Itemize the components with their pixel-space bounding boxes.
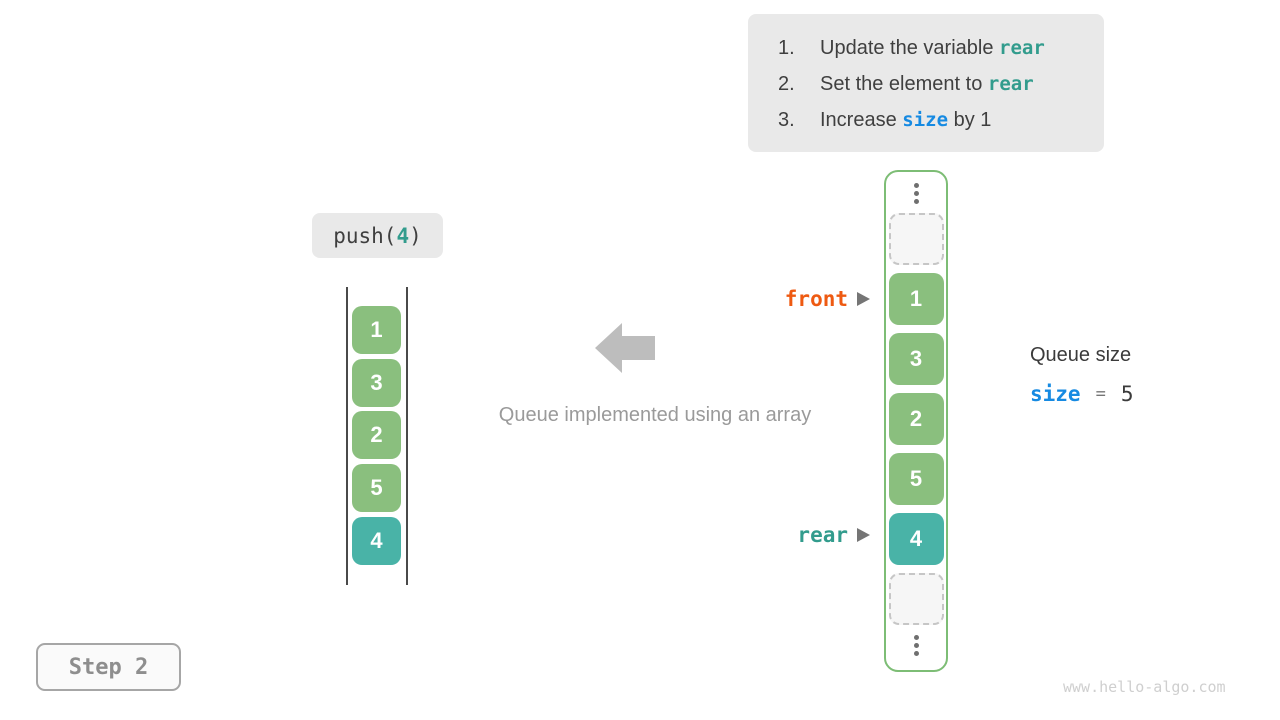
array-cell-rear: 4 <box>888 513 944 565</box>
pointer-arrow-icon <box>857 528 870 542</box>
note-code-rear: rear <box>987 73 1034 95</box>
ellipsis-icon <box>913 633 919 657</box>
note-text: Set the element to rear <box>820 66 1034 102</box>
site-watermark: www.hello-algo.com <box>1063 678 1226 696</box>
array-cell-empty <box>888 213 944 265</box>
array-cell: 3 <box>888 333 944 385</box>
array-cell: 1 <box>888 273 944 325</box>
push-close-paren: ) <box>409 223 422 248</box>
size-variable: size <box>1030 382 1081 406</box>
note-number: 3. <box>778 109 795 131</box>
note-text: Update the variable rear <box>820 30 1045 66</box>
rear-pointer-label: rear <box>797 523 848 547</box>
equals-sign: = <box>1095 384 1106 404</box>
stack-cell: 1 <box>352 306 401 354</box>
front-pointer: front <box>758 285 870 313</box>
array-view: 1 3 2 5 4 <box>884 170 948 672</box>
queue-size-panel: Queue size size = 5 <box>1030 344 1133 406</box>
queue-size-title: Queue size <box>1030 344 1132 366</box>
ellipsis-icon <box>913 181 919 205</box>
stack-cell: 2 <box>352 411 401 459</box>
note-item-2: 2. Set the element to rear <box>778 66 1104 102</box>
pointer-arrow-icon <box>857 292 870 306</box>
array-cell: 2 <box>888 393 944 445</box>
note-number: 2. <box>778 73 795 95</box>
note-item-3: 3. Increase size by 1 <box>778 102 1104 138</box>
left-arrow-icon <box>595 321 655 380</box>
push-fn-text: push( <box>333 223 397 248</box>
stack-right-line <box>406 287 408 585</box>
note-text-pre: Update the variable <box>820 37 1000 59</box>
diagram-caption: Queue implemented using an array <box>498 404 812 426</box>
size-value: 5 <box>1120 382 1134 406</box>
steps-note-box: 1. Update the variable rear 2. Set the e… <box>748 14 1104 152</box>
stack-cell: 3 <box>352 359 401 407</box>
rear-pointer: rear <box>758 521 870 549</box>
note-code-rear: rear <box>999 37 1045 59</box>
stack-cell-pushed: 4 <box>352 517 401 565</box>
note-code-size: size <box>902 109 949 131</box>
stack-cell: 5 <box>352 464 401 512</box>
array-cell-empty <box>888 573 944 625</box>
note-text-pre: Set the element to <box>820 73 988 95</box>
note-text: Increase size by 1 <box>820 102 991 138</box>
note-number: 1. <box>778 37 795 59</box>
note-text-post: by 1 <box>948 109 992 131</box>
queue-size-expression: size = 5 <box>1030 382 1133 406</box>
stack-left-line <box>346 287 348 585</box>
step-badge: Step 2 <box>36 643 181 691</box>
note-item-1: 1. Update the variable rear <box>778 30 1104 66</box>
abstract-queue-view: 1 3 2 5 4 <box>346 287 408 585</box>
note-text-pre: Increase <box>820 109 903 131</box>
front-pointer-label: front <box>784 287 848 311</box>
push-operation-label: push(4) <box>312 213 443 258</box>
array-cell: 5 <box>888 453 944 505</box>
push-arg-value: 4 <box>396 223 410 248</box>
